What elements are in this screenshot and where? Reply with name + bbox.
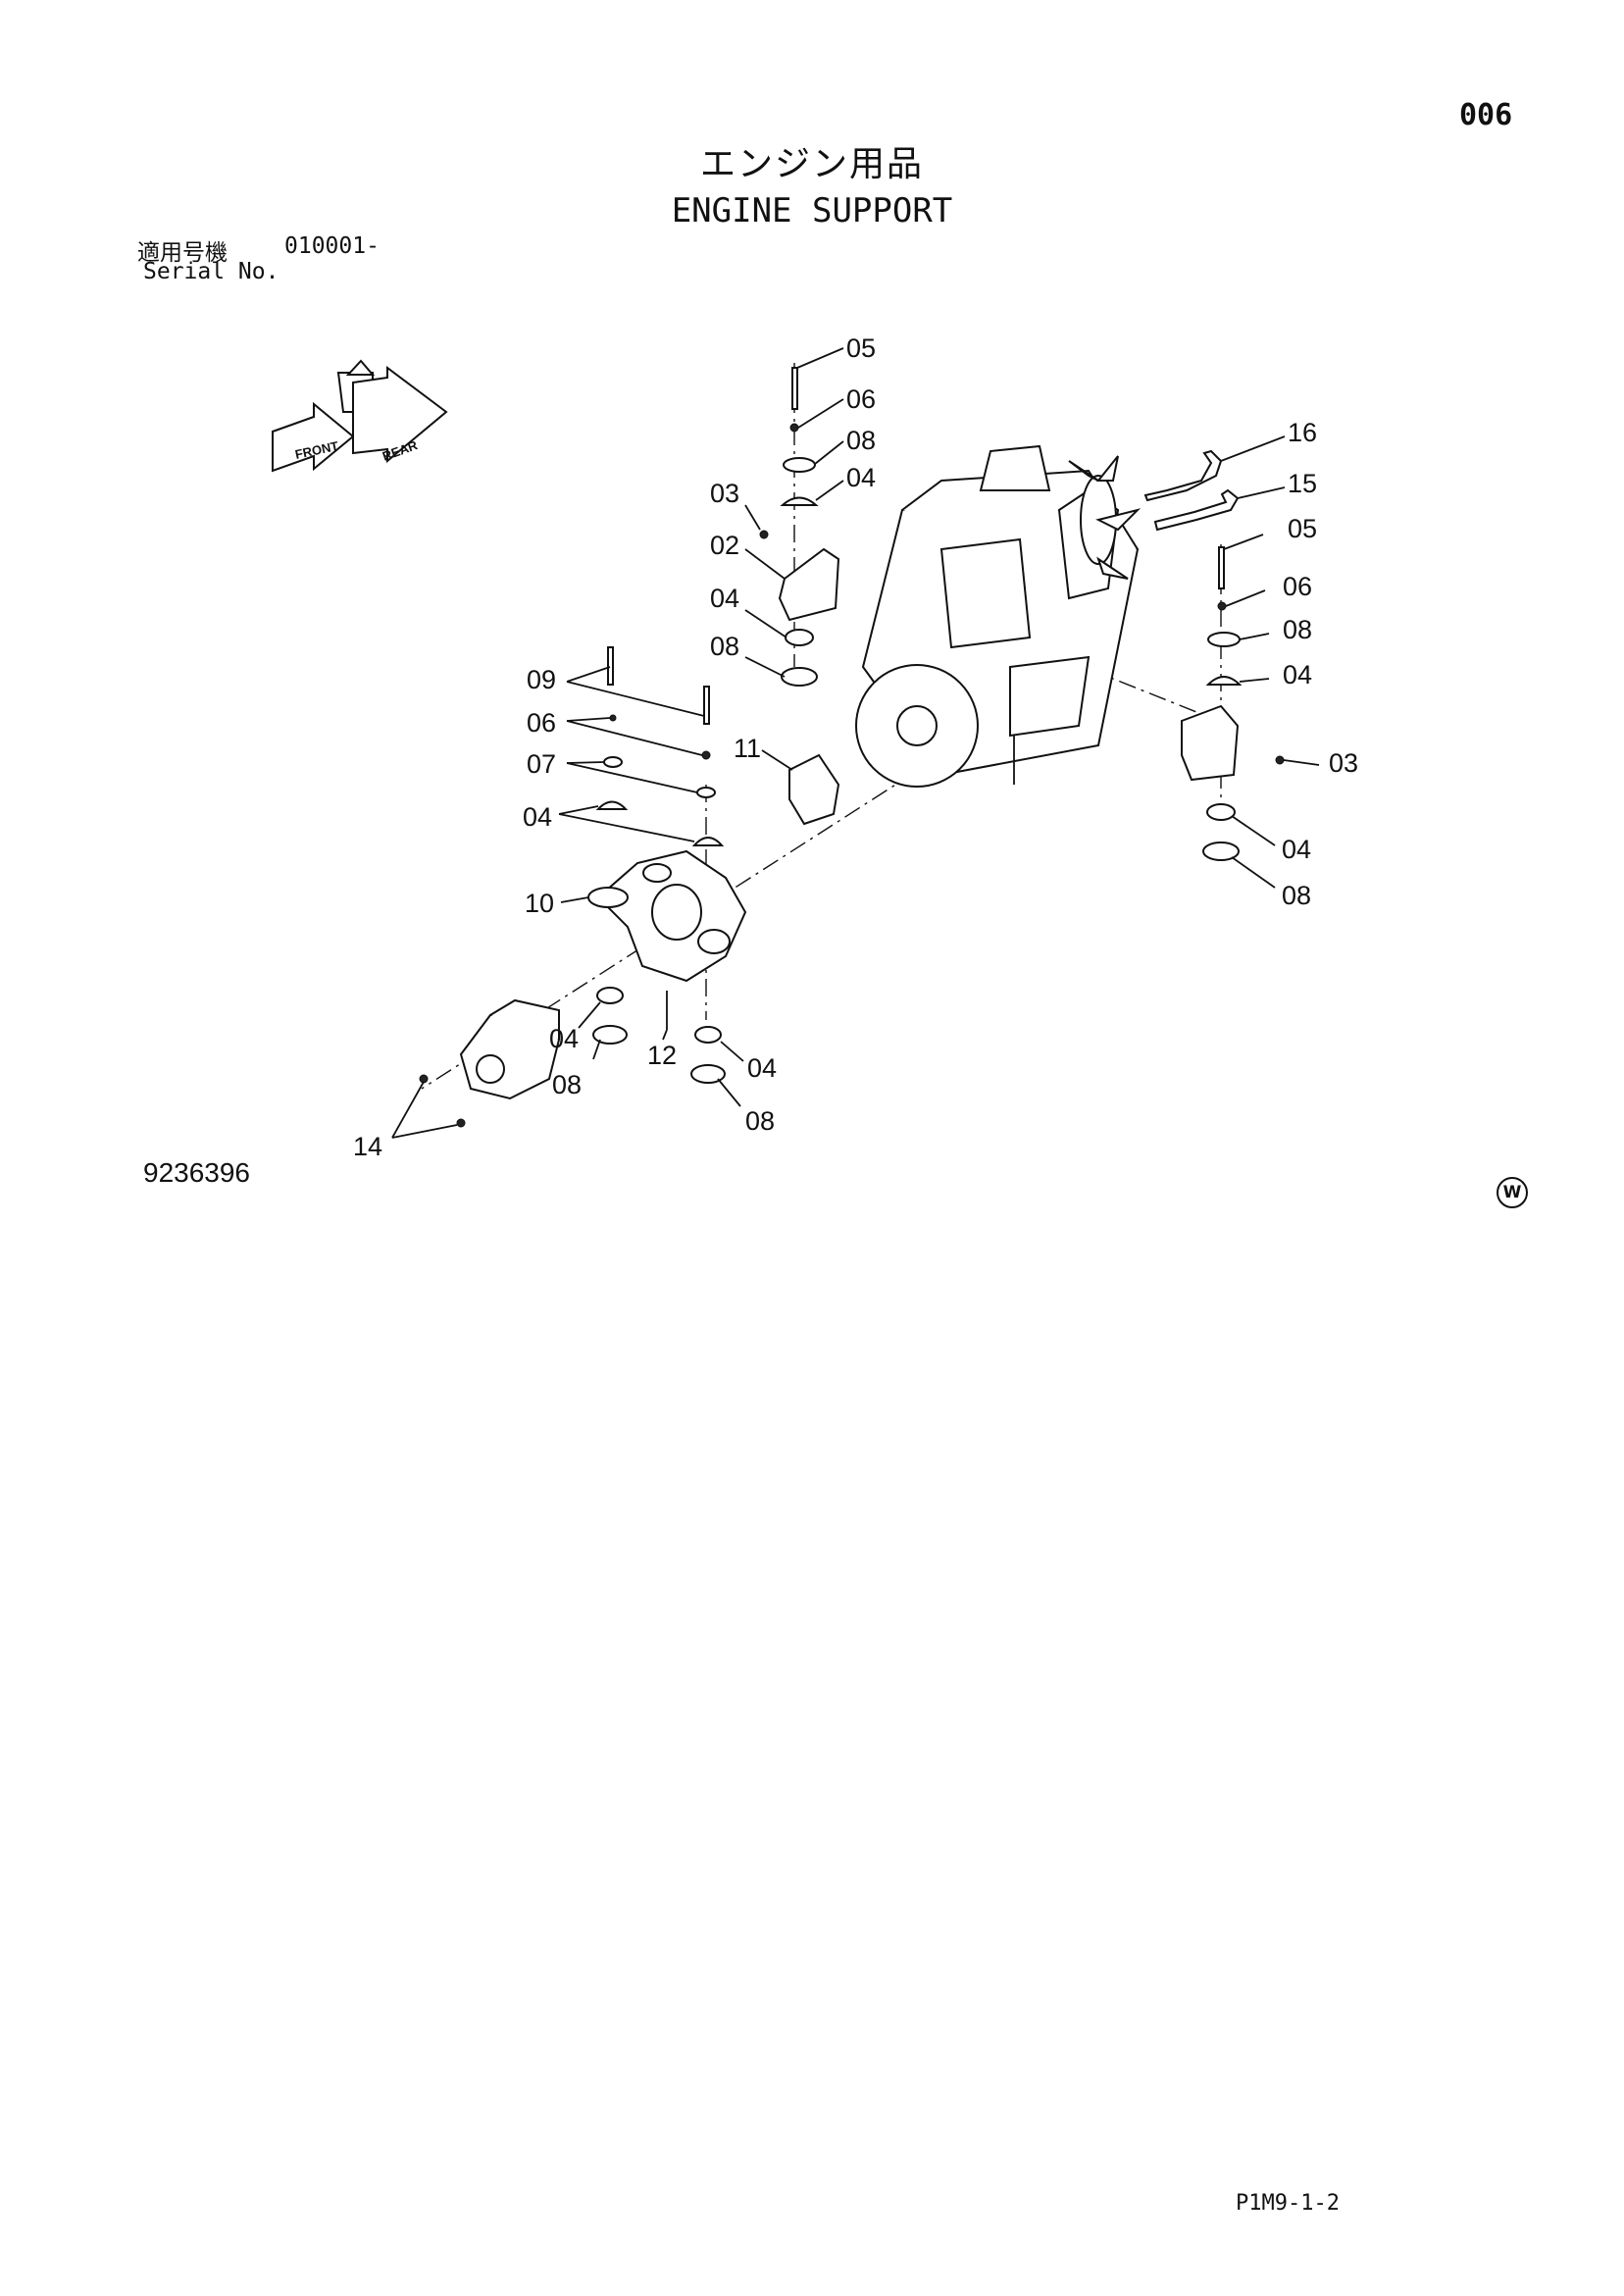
plate-part-08-c bbox=[592, 1025, 628, 1045]
plate-part-08-lower-right bbox=[1202, 842, 1240, 861]
cushion-part-04 bbox=[780, 496, 819, 506]
drawing-number: 9236396 bbox=[143, 1157, 251, 1188]
bracket-part-right bbox=[1181, 704, 1240, 782]
plate-part-08 bbox=[783, 457, 816, 473]
callout-c19: 06 bbox=[527, 708, 556, 738]
callout-c2: 06 bbox=[846, 384, 876, 414]
callout-c13: 08 bbox=[1283, 615, 1312, 644]
hose-part-15 bbox=[1153, 488, 1240, 532]
direction-arrow-icon: FRONT REAR bbox=[272, 359, 448, 473]
bracket-part-02 bbox=[778, 547, 840, 622]
bolt-part-05 bbox=[791, 367, 798, 410]
callout-c7: 04 bbox=[710, 584, 739, 613]
callout-c9: 16 bbox=[1288, 418, 1317, 447]
callout-c26: 12 bbox=[647, 1041, 677, 1070]
washer-part-07-a bbox=[603, 756, 623, 768]
serial-label-japanese: 適用号機 bbox=[137, 240, 228, 266]
title-japanese: エンジン用品 bbox=[699, 144, 924, 184]
callout-c23: 10 bbox=[525, 889, 554, 918]
page-number: 006 bbox=[1459, 98, 1513, 132]
bolt-part-05-right bbox=[1218, 546, 1225, 589]
cushion-part-04-right bbox=[1205, 676, 1243, 686]
washer-part-06 bbox=[789, 423, 799, 433]
bolt-part-09-a bbox=[607, 646, 614, 686]
hose-part-16 bbox=[1143, 449, 1223, 502]
callout-c29: 14 bbox=[353, 1132, 382, 1161]
cushion-part-04-d bbox=[694, 1026, 722, 1044]
callout-c25: 08 bbox=[552, 1070, 582, 1099]
coupling-part-11 bbox=[788, 753, 840, 826]
callout-c1: 05 bbox=[846, 333, 876, 363]
washer-part-06-right bbox=[1217, 601, 1227, 611]
cushion-part-04-c bbox=[596, 987, 624, 1004]
callout-c24: 04 bbox=[549, 1024, 579, 1053]
w-mark-icon: W bbox=[1497, 1177, 1528, 1208]
washer-part-06-a bbox=[609, 714, 617, 722]
bolt-part-03-left bbox=[759, 530, 769, 539]
callout-c16: 04 bbox=[1282, 835, 1311, 864]
washer-part-06-b bbox=[701, 750, 711, 760]
washer-part-07-b bbox=[696, 787, 716, 798]
callout-c18: 09 bbox=[527, 665, 556, 694]
callout-c11: 05 bbox=[1288, 514, 1317, 543]
callout-c17: 08 bbox=[1282, 881, 1311, 910]
exploded-parts-diagram: FRONT REAR bbox=[272, 333, 1358, 1161]
callout-c15: 03 bbox=[1329, 748, 1358, 778]
callout-c3: 08 bbox=[846, 426, 876, 455]
serial-label-english: Serial No. bbox=[143, 259, 279, 284]
callout-c20: 07 bbox=[527, 749, 556, 779]
callout-c6: 02 bbox=[710, 531, 739, 560]
callout-c27: 04 bbox=[747, 1053, 777, 1083]
callout-c22: 11 bbox=[734, 734, 761, 763]
callout-c8: 08 bbox=[710, 632, 739, 661]
callout-c12: 06 bbox=[1283, 572, 1312, 601]
serial-range: 010001- bbox=[284, 233, 380, 259]
bolt-part-09-b bbox=[703, 686, 710, 725]
callout-c21: 04 bbox=[523, 802, 552, 832]
callout-c10: 15 bbox=[1288, 469, 1317, 498]
callout-c28: 08 bbox=[745, 1106, 775, 1136]
cooling-fan bbox=[1068, 455, 1142, 580]
footer-code: P1M9-1-2 bbox=[1236, 2191, 1340, 2216]
callout-c14: 04 bbox=[1283, 660, 1312, 689]
cushion-part-04-a bbox=[595, 800, 629, 810]
cushion-part-04-b bbox=[691, 837, 725, 846]
engine-block bbox=[855, 444, 1142, 788]
callout-c5: 03 bbox=[710, 479, 739, 508]
plate-part-08-d bbox=[690, 1064, 726, 1084]
callout-c4: 04 bbox=[846, 463, 876, 492]
cushion-part-04-lower-right bbox=[1206, 803, 1236, 821]
plate-part-08-lower-left bbox=[781, 667, 818, 687]
title-english: ENGINE SUPPORT bbox=[671, 191, 953, 230]
bolt-part-03-right bbox=[1275, 755, 1285, 765]
housing-part-10 bbox=[587, 849, 747, 983]
cushion-part-04-lower-left bbox=[785, 629, 814, 646]
pump-part-14 bbox=[419, 998, 561, 1128]
plate-part-08-right bbox=[1207, 632, 1241, 647]
